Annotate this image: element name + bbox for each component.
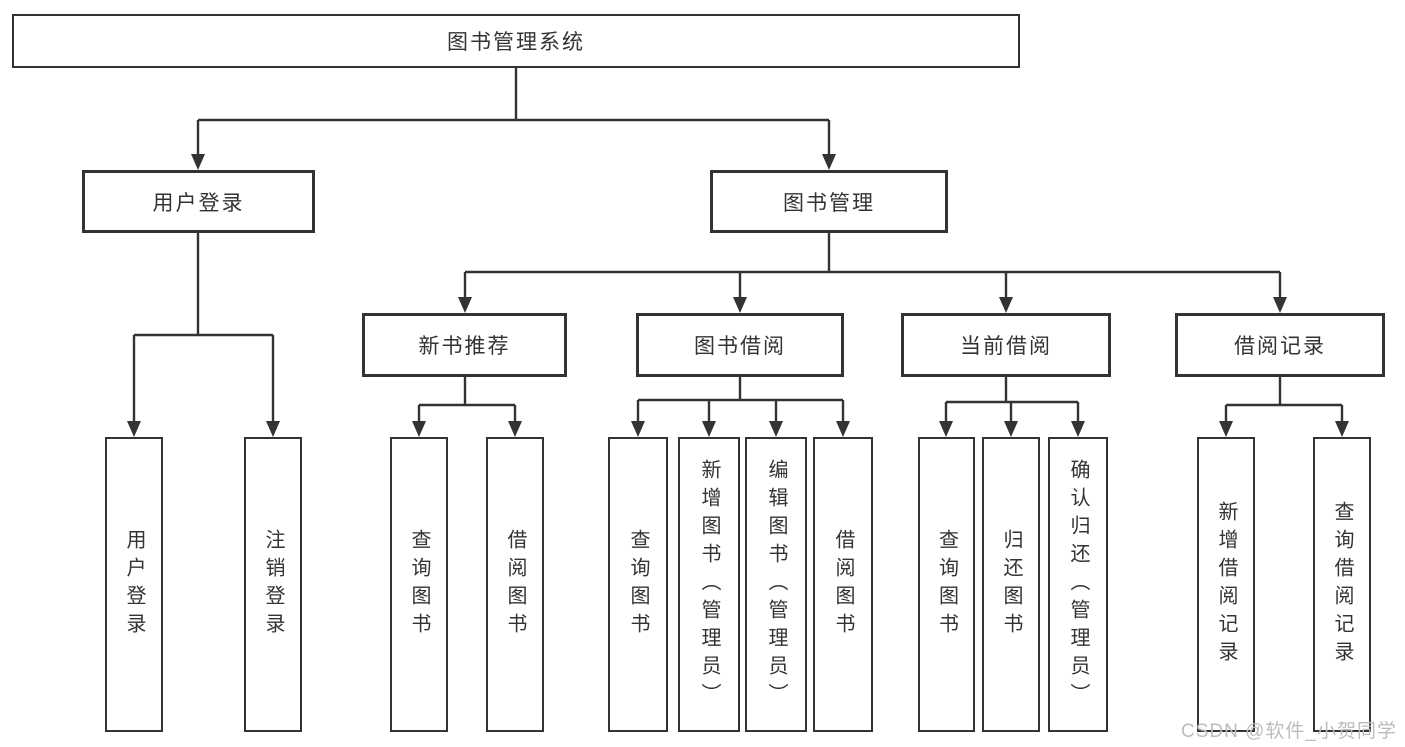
node-user-login-label: 用户登录 (152, 191, 245, 215)
leaf-query-borrow-record: 查询借阅记录 (1313, 437, 1371, 732)
node-library-system-label: 图书管理系统 (447, 31, 585, 54)
node-borrowing-records: 借阅记录 (1175, 313, 1385, 377)
leaf-confirm-return-admin: 确认归还（管理员） (1048, 437, 1108, 732)
leaf-borrow-books-borrowing: 借阅图书 (813, 437, 873, 732)
connector-arrowheads (127, 154, 1349, 437)
leaf-borrow-books-recommend: 借阅图书 (486, 437, 544, 732)
leaf-logout-label: 注销登录 (262, 528, 284, 641)
leaf-return-book: 归还图书 (982, 437, 1040, 732)
leaf-user-login-label: 用户登录 (123, 528, 145, 641)
leaf-borrow-books-recommend-label: 借阅图书 (504, 528, 526, 641)
leaf-confirm-return-admin-label: 确认归还（管理员） (1067, 458, 1089, 711)
leaf-query-books-current-label: 查询图书 (935, 528, 958, 641)
leaf-add-book-admin: 新增图书（管理员） (678, 437, 740, 732)
node-book-management: 图书管理 (710, 170, 948, 233)
leaf-add-borrow-record-label: 新增借阅记录 (1215, 500, 1237, 669)
leaf-logout: 注销登录 (244, 437, 302, 732)
leaf-query-borrow-record-label: 查询借阅记录 (1331, 500, 1353, 669)
node-current-borrowing-label: 当前借阅 (960, 335, 1052, 358)
leaf-query-books-recommend-label: 查询图书 (408, 528, 430, 641)
node-new-book-recommend-label: 新书推荐 (418, 335, 511, 358)
leaf-query-books-recommend: 查询图书 (390, 437, 448, 732)
node-library-system: 图书管理系统 (12, 14, 1020, 68)
node-book-borrowing: 图书借阅 (636, 313, 844, 377)
leaf-user-login: 用户登录 (105, 437, 163, 732)
leaf-add-borrow-record: 新增借阅记录 (1197, 437, 1255, 732)
leaf-borrow-books-borrowing-label: 借阅图书 (832, 528, 854, 641)
leaf-edit-book-admin-label: 编辑图书（管理员） (765, 458, 787, 711)
leaf-add-book-admin-label: 新增图书（管理员） (698, 458, 720, 711)
node-borrowing-records-label: 借阅记录 (1234, 335, 1326, 358)
node-book-borrowing-label: 图书借阅 (694, 335, 786, 358)
connector-stems (132, 68, 1344, 423)
leaf-query-books-borrowing: 查询图书 (608, 437, 668, 732)
node-book-management-label: 图书管理 (783, 191, 875, 215)
leaf-query-books-current: 查询图书 (918, 437, 975, 732)
node-current-borrowing: 当前借阅 (901, 313, 1111, 377)
leaf-query-books-borrowing-label: 查询图书 (627, 528, 649, 641)
leaf-edit-book-admin: 编辑图书（管理员） (745, 437, 807, 732)
node-user-login: 用户登录 (82, 170, 315, 233)
leaf-return-book-label: 归还图书 (1000, 528, 1022, 641)
node-new-book-recommend: 新书推荐 (362, 313, 567, 377)
